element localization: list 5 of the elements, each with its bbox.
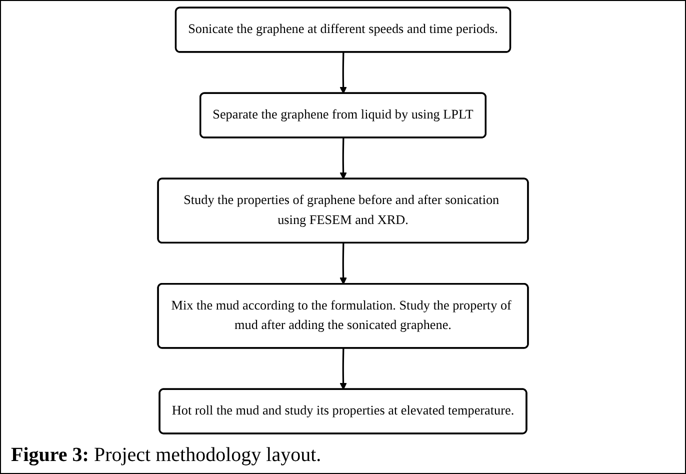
figure-caption: Figure 3: Project methodology layout. — [10, 443, 322, 468]
arrow — [340, 138, 347, 180]
arrow — [340, 348, 347, 390]
arrow — [340, 52, 347, 94]
arrow — [340, 243, 347, 285]
